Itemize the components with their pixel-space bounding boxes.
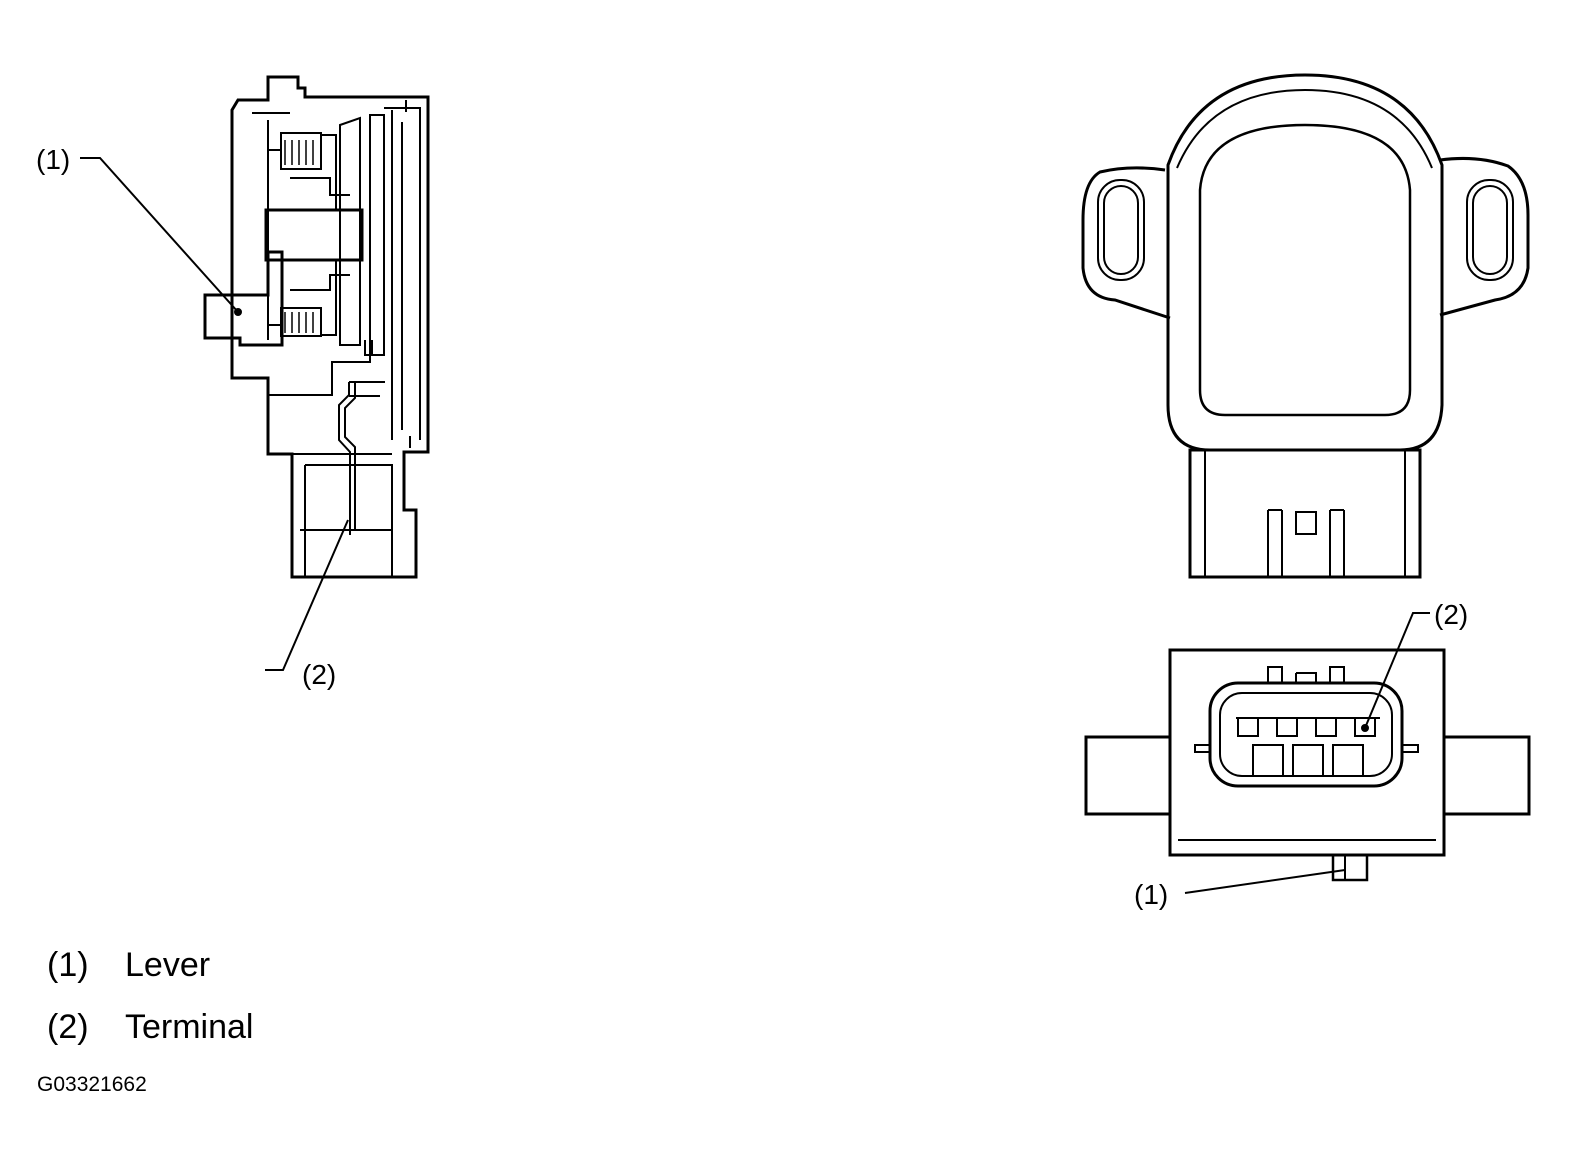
legend-number: (2) — [47, 1008, 89, 1046]
legend-number: (1) — [47, 946, 89, 984]
legend-label: Terminal — [125, 1008, 254, 1046]
legend-item-terminal: (2) Terminal — [47, 1010, 253, 1044]
front-view — [1081, 73, 1530, 579]
callout-terminal-bottom: (2) — [1434, 599, 1468, 630]
legend-item-lever: (1) Lever — [47, 948, 210, 982]
figure-id: G03321662 — [37, 1073, 147, 1096]
callout-lever-section: (1) — [36, 144, 70, 175]
callout-lever-bottom: (1) — [1134, 879, 1168, 910]
legend-label: Lever — [125, 946, 211, 984]
bottom-view — [1084, 612, 1531, 894]
cross-section-view — [80, 75, 430, 671]
callout-terminal-section: (2) — [302, 659, 336, 690]
